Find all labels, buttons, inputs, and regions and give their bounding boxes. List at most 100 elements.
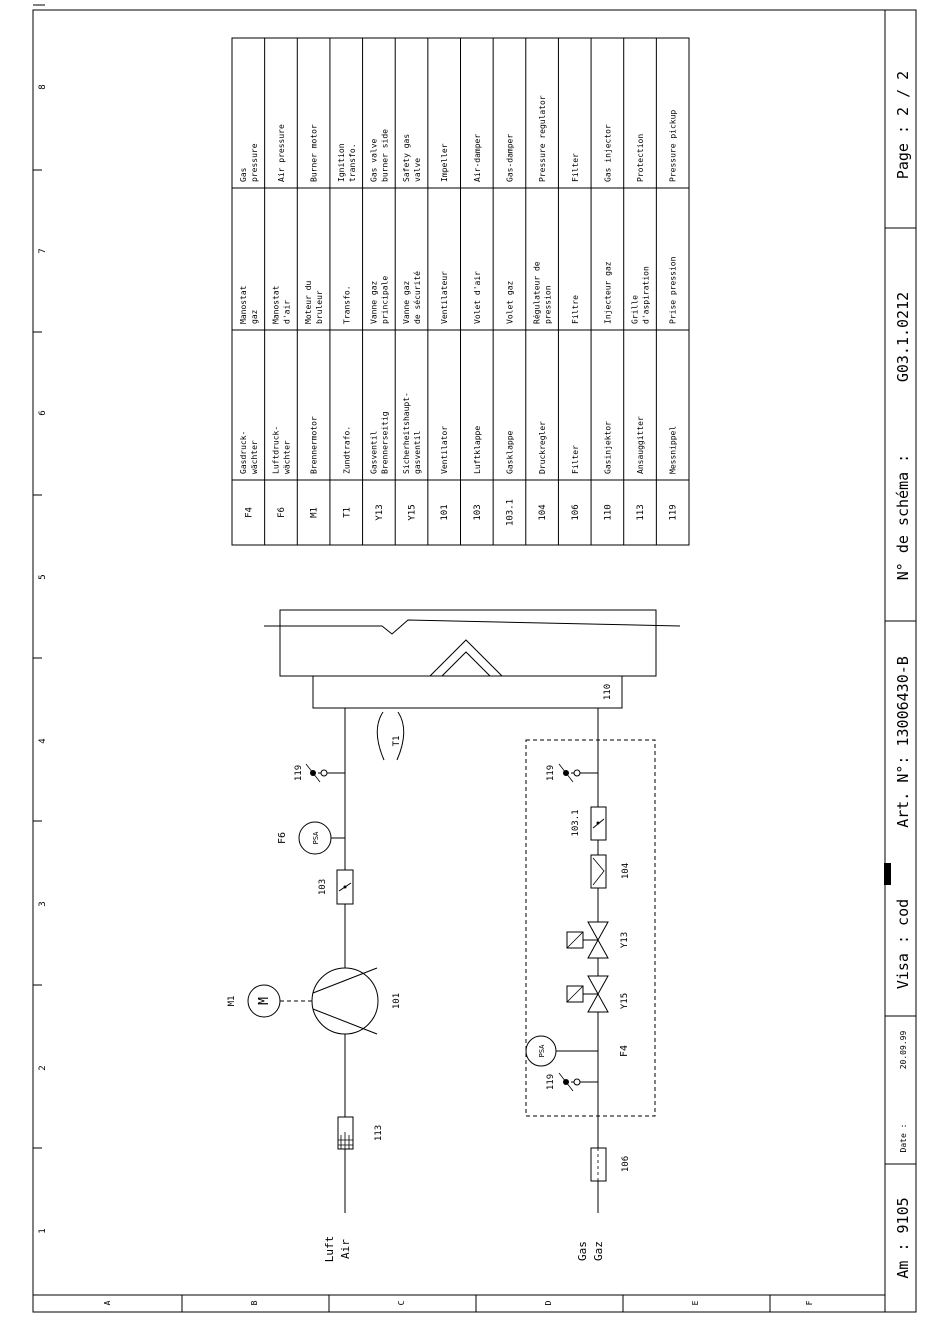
legend-code: 103.1 — [505, 499, 515, 526]
legend-de-text: Ventilator — [440, 426, 449, 474]
label-101: 101 — [392, 993, 402, 1009]
legend-code: T1 — [342, 507, 352, 518]
legend-fr-text: Moteur du — [304, 280, 313, 324]
legend-fr-text: principale — [380, 276, 389, 324]
legend-de-text: Ansauggitter — [636, 416, 645, 474]
legend-de-text: wächter — [250, 440, 259, 474]
legend-fr-text: Volet d'air — [473, 271, 482, 324]
schema-label: N° de schéma : — [894, 454, 912, 580]
legend-fr-text: gaz — [250, 309, 259, 324]
air-line: 119 PSA F6 103 101 M M1 113 Luft Air — [227, 708, 402, 1262]
zone-number-8: 8 — [38, 84, 48, 89]
ignition-transformer: T1 — [376, 711, 405, 761]
legend-code: Y15 — [408, 504, 418, 520]
legend-fr-text: Manostat — [271, 285, 280, 324]
legend-de-text: Zundtrafo. — [342, 426, 351, 474]
legend-fr-text: Injecteur gaz — [603, 261, 612, 324]
am-number: Am : 9105 — [894, 1197, 912, 1278]
legend-en-text: Filter — [571, 153, 580, 182]
pressure-regulator-icon — [590, 854, 607, 889]
zone-letter-b: B — [250, 1300, 259, 1305]
burner-tube — [312, 675, 623, 709]
legend-de-text: Messnippel — [669, 426, 678, 474]
combustion-chamber — [279, 609, 657, 677]
legend-en-text: Safety gas — [402, 134, 411, 182]
legend-fr-text: Transfo. — [342, 285, 351, 324]
title-block-marker — [884, 863, 891, 885]
label-t1: T1 — [392, 736, 402, 747]
label-f6: F6 — [277, 832, 288, 844]
label-104: 104 — [621, 863, 631, 879]
label-psa-f6: PSA — [312, 831, 320, 844]
legend-de-text: Gasventil — [369, 430, 378, 474]
legend-code: F6 — [277, 507, 287, 518]
legend-de-text: Gasklappe — [505, 430, 514, 474]
legend-fr-text: Vanne gaz — [369, 280, 378, 324]
fan-icon — [311, 967, 379, 1035]
label-103-1: 103.1 — [571, 809, 581, 836]
label-y15: Y15 — [620, 993, 630, 1009]
legend-fr-text: Vanne gaz — [402, 280, 411, 324]
legend-fr-text: Manostat — [239, 285, 248, 324]
label-113: 113 — [374, 1125, 384, 1141]
zone-number-3: 3 — [38, 901, 48, 906]
legend-de-text: Druckregler — [538, 421, 547, 474]
legend-fr-text: Prise pression — [669, 256, 678, 324]
label-106: 106 — [621, 1156, 631, 1172]
label-119-gas-top: 119 — [546, 765, 556, 781]
legend-de-text: Brennermotor — [310, 416, 319, 474]
legend-fr-text: Filtre — [571, 295, 580, 324]
date-value: 20.09.99 — [899, 1031, 908, 1070]
gas-line: 119 103.1 104 Y13 Y15 PSA F4 119 — [525, 708, 656, 1261]
legend-code: 106 — [571, 504, 581, 520]
schema-number: G03.1.0212 — [894, 292, 912, 382]
label-m1: M1 — [227, 996, 237, 1007]
legend-fr-text: Grille — [631, 295, 640, 324]
zone-letter-a: A — [103, 1300, 112, 1305]
legend-en-text: Protection — [636, 134, 645, 182]
legend-fr-text: bruleur — [315, 290, 324, 324]
legend-en-text: burner side — [380, 129, 389, 182]
zone-letter-f: F — [805, 1300, 814, 1305]
label-y13: Y13 — [620, 932, 630, 948]
legend-de-text: wächter — [282, 440, 291, 474]
zone-ticks-left — [33, 169, 42, 1149]
label-103: 103 — [318, 879, 328, 895]
legend-fr-text: d'air — [282, 300, 291, 324]
label-119-gas-bottom: 119 — [546, 1074, 556, 1090]
legend-code: 101 — [440, 504, 450, 520]
date-label: Date : — [899, 1124, 908, 1153]
legend-en-text: Burner motor — [310, 124, 319, 182]
legend-de-text: Sicherheitshaupt- — [402, 392, 411, 474]
visa: Visa : cod — [894, 899, 912, 989]
legend-code: M1 — [310, 507, 320, 518]
label-psa-f4: PSA — [538, 1044, 546, 1057]
intake-grille-icon — [337, 1116, 354, 1150]
legend-fr-text: de sécurité — [412, 271, 422, 324]
label-m: M — [257, 997, 272, 1005]
gas-train-boundary — [525, 739, 656, 1117]
chamber-break-line — [264, 619, 681, 635]
zone-number-6: 6 — [38, 410, 48, 415]
zone-number-4: 4 — [38, 738, 48, 743]
legend-de-text: Gasdruck- — [239, 431, 248, 474]
zone-number-5: 5 — [38, 574, 48, 579]
label-air-en: Air — [339, 1239, 352, 1259]
legend-fr-text: d'aspiration — [642, 266, 651, 324]
zone-number-7: 7 — [38, 248, 48, 253]
legend-en-text: Gas injector — [603, 124, 612, 182]
label-f4: F4 — [619, 1045, 630, 1057]
title-block: Am : 9105 Date : 20.09.99 Visa : cod Art… — [884, 71, 916, 1279]
legend-de-text: gasventil — [413, 430, 422, 474]
legend-de-text: Luftdruck- — [271, 426, 280, 474]
legend-fr-text: Ventilateur — [440, 271, 449, 324]
legend-en-text: Ignition — [337, 143, 346, 182]
legend-fr-text: Régulateur de — [532, 261, 542, 324]
legend-de-text: Gasinjektor — [603, 421, 612, 474]
legend-code: F4 — [244, 507, 254, 518]
legend-de-text: Filter — [571, 445, 580, 474]
legend-en-text: Gas valve — [369, 138, 378, 182]
legend-code: 103 — [473, 504, 483, 520]
legend-code: 119 — [669, 504, 679, 520]
